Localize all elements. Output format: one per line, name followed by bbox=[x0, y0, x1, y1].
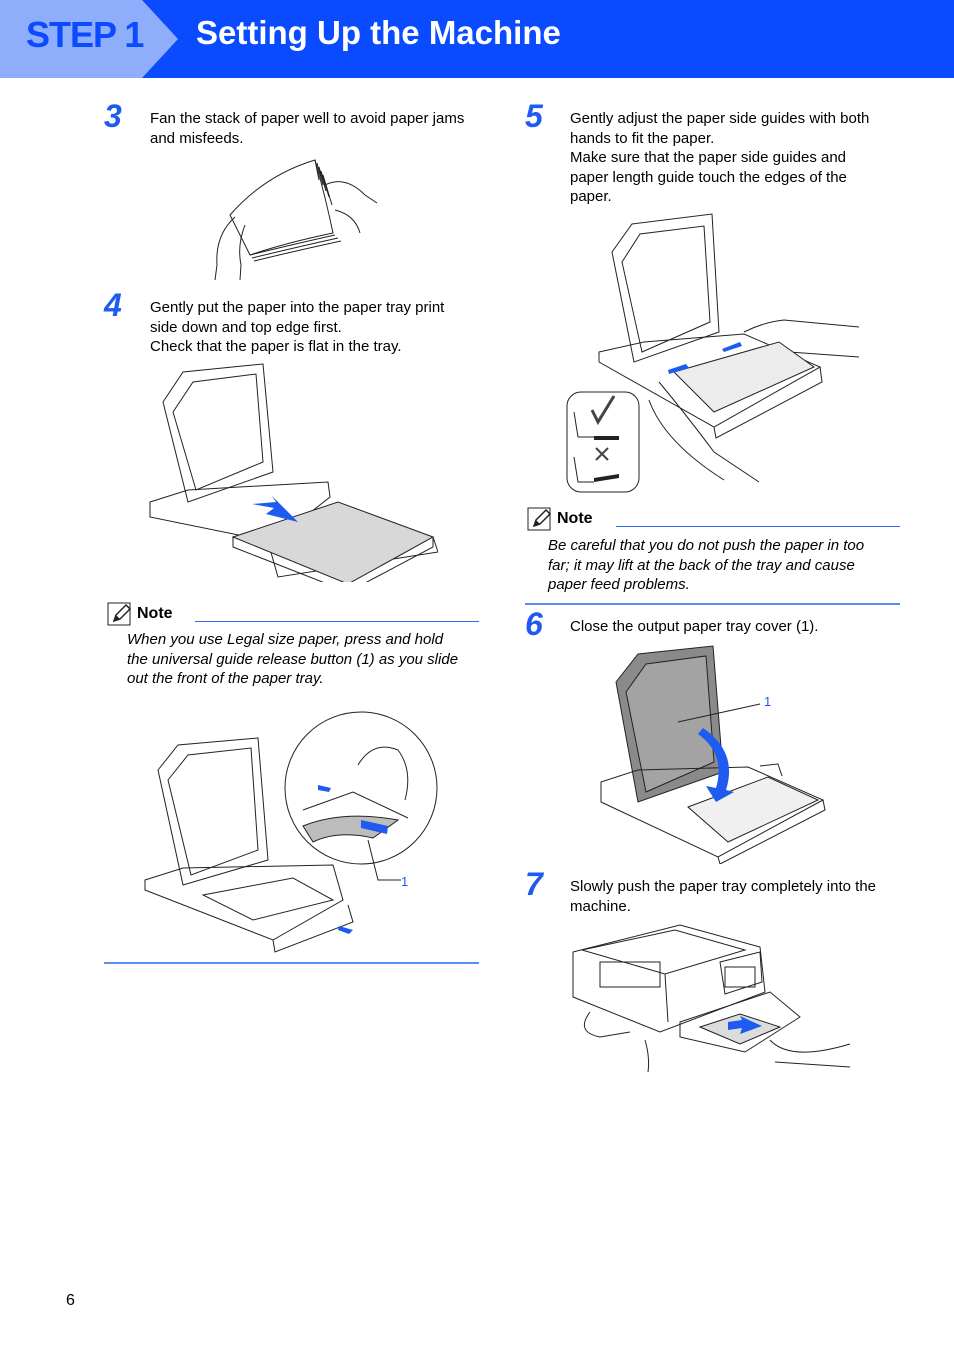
legal-size-tray-illustration bbox=[144, 711, 438, 953]
page-header: STEP 1 Setting Up the Machine bbox=[0, 0, 954, 78]
page-number: 6 bbox=[66, 1292, 75, 1309]
step-3-number: 3 bbox=[104, 98, 122, 134]
step-7-number: 7 bbox=[525, 866, 543, 902]
note-1-label: Note bbox=[137, 605, 173, 622]
note-2-end-rule bbox=[525, 603, 900, 605]
step-7-text: Slowly push the paper tray completely in… bbox=[570, 878, 876, 915]
step-3-text: Fan the stack of paper well to avoid pap… bbox=[150, 110, 465, 147]
step-5-text: Gently adjust the paper side guides with… bbox=[570, 110, 870, 205]
note-pencil-icon bbox=[107, 602, 132, 626]
paper-into-tray-illustration bbox=[149, 363, 438, 582]
side-guides-illustration bbox=[566, 213, 860, 493]
step-4-text: Gently put the paper into the paper tray… bbox=[150, 299, 445, 355]
close-output-cover-illustration bbox=[600, 645, 826, 864]
step-6-number: 6 bbox=[525, 606, 543, 642]
step-tab bbox=[0, 0, 178, 78]
step-4-number: 4 bbox=[104, 287, 122, 323]
note-1-header: Note bbox=[107, 602, 173, 626]
page-title: Setting Up the Machine bbox=[196, 14, 561, 51]
fanning-paper-illustration bbox=[214, 159, 378, 281]
legal-button-callout: 1 bbox=[401, 874, 409, 889]
note-2-label: Note bbox=[557, 510, 593, 527]
push-tray-into-machine-illustration bbox=[572, 924, 851, 1073]
step-6-text: Close the output paper tray cover (1). bbox=[570, 618, 819, 635]
note-1-text: When you use Legal size paper, press and… bbox=[127, 631, 459, 687]
note-pencil-icon bbox=[527, 507, 552, 531]
note-1-rule bbox=[195, 621, 479, 622]
output-cover-callout: 1 bbox=[764, 694, 772, 709]
note-2-text: Be careful that you do not push the pape… bbox=[548, 537, 865, 593]
left-column-end-rule bbox=[104, 962, 479, 964]
note-2-rule bbox=[616, 526, 900, 527]
note-2-header: Note bbox=[527, 507, 593, 531]
step-5-number: 5 bbox=[525, 98, 543, 134]
step-label: STEP 1 bbox=[26, 14, 144, 55]
